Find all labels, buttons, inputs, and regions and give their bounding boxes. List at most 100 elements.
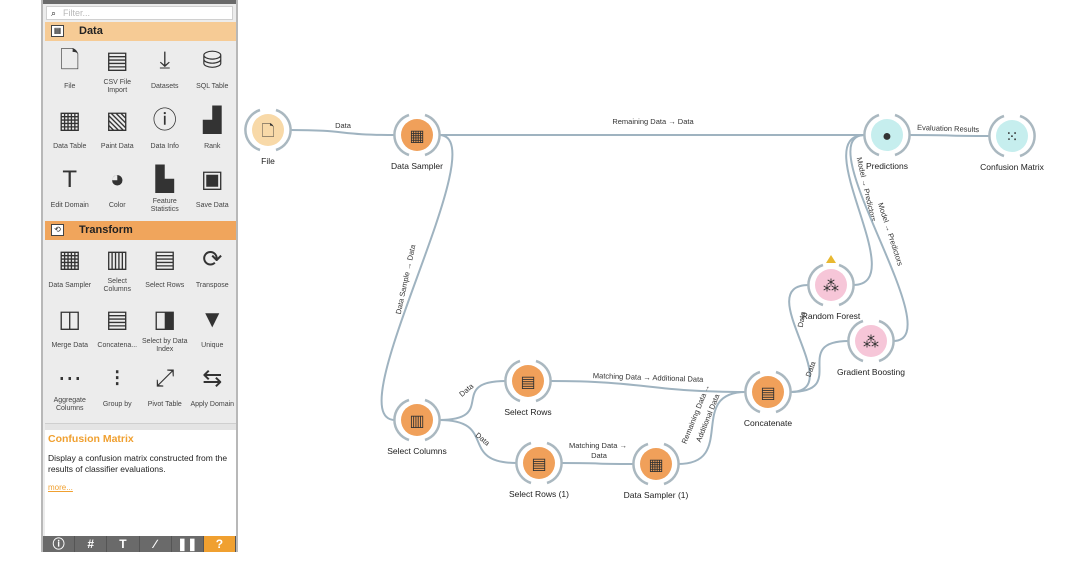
output-anchor[interactable] [535, 359, 552, 403]
widget-data-sampler[interactable]: ▦Data Sampler [46, 241, 94, 301]
output-anchor[interactable] [775, 370, 792, 414]
link-rf-predictions[interactable] [845, 134, 873, 286]
paint-icon: ▧ [105, 106, 129, 134]
link-file-sampler[interactable] [289, 129, 396, 136]
input-anchor[interactable] [393, 398, 410, 442]
node-rf[interactable]: ⁂Random Forest [802, 255, 861, 321]
widget-save-data[interactable]: ▣Save Data [189, 161, 237, 221]
text-button[interactable]: T [107, 536, 140, 552]
node-selcols[interactable]: ▥Select Columns [387, 398, 447, 456]
input-anchor[interactable] [393, 113, 410, 157]
output-anchor[interactable] [663, 442, 680, 486]
more-link[interactable]: more... [48, 483, 73, 492]
input-anchor[interactable] [847, 319, 864, 363]
node-circle [252, 114, 284, 146]
widget-label: Color [108, 202, 126, 209]
table-icon: ▦ [51, 25, 64, 37]
widget-rank[interactable]: ▟Rank [189, 102, 237, 162]
widget-label: Paint Data [100, 142, 134, 150]
link-selcols-selrows1[interactable] [438, 419, 518, 464]
link-predictions-confusion[interactable] [908, 134, 991, 137]
link-label: Remaining Data → Data [612, 117, 694, 126]
widget-file[interactable]: 🗋File [46, 42, 94, 102]
output-anchor[interactable] [894, 113, 911, 157]
widget-label: Select Columns [103, 278, 132, 293]
widget-datasets[interactable]: ⤓Datasets [141, 42, 189, 102]
link-selrows-concat[interactable] [549, 380, 747, 393]
category-data[interactable]: ▦ Data [45, 22, 236, 41]
widget-data-table[interactable]: ▦Data Table [46, 102, 94, 162]
widget-unique[interactable]: ▼Unique [189, 301, 237, 361]
widget-select-by-data-index[interactable]: ◨Select by Data Index [141, 301, 189, 361]
widget-concatena-[interactable]: ▤Concatena... [94, 301, 142, 361]
node-file[interactable]: 🗋File [244, 108, 292, 166]
widget-sql-table[interactable]: ⛁SQL Table [189, 42, 237, 102]
output-anchor[interactable] [546, 441, 563, 485]
widget-group-by[interactable]: ⁝Group by [94, 360, 142, 420]
input-anchor[interactable] [744, 370, 761, 414]
widget-pivot-table[interactable]: ⤢Pivot Table [141, 360, 189, 420]
widget-label: CSV File Import [103, 79, 132, 94]
input-anchor[interactable] [863, 113, 880, 157]
widget-description: Confusion Matrix Display a confusion mat… [45, 430, 236, 536]
warning-icon [826, 255, 836, 263]
widget-apply-domain[interactable]: ⇆Apply Domain [189, 360, 237, 420]
category-transform[interactable]: ⟲ Transform [45, 221, 236, 240]
output-anchor[interactable] [838, 263, 855, 307]
link-label: Data [796, 310, 808, 328]
transpose-icon: ⟳ [202, 246, 223, 273]
node-confusion[interactable]: ⁙Confusion Matrix [980, 114, 1045, 172]
input-anchor[interactable] [504, 359, 521, 403]
help-button[interactable]: ? [203, 536, 237, 552]
node-sampler[interactable]: ▦Data Sampler [391, 113, 443, 171]
grid-icon: # [87, 537, 95, 551]
output-anchor[interactable] [424, 113, 441, 157]
node-selrows[interactable]: ▤Select Rows [504, 359, 552, 417]
node-gb[interactable]: ⁂Gradient Boosting [837, 319, 905, 377]
node-predictions[interactable]: ●Predictions [863, 113, 911, 171]
link-sampler1-concat[interactable] [677, 391, 747, 465]
widget-feature-statistics[interactable]: ▙Feature Statistics [141, 161, 189, 221]
grid-button[interactable]: # [75, 536, 108, 552]
widget-color[interactable]: ◕Color [94, 161, 142, 221]
link-sampler-selcols[interactable] [380, 134, 454, 421]
link-concat-rf[interactable] [788, 284, 811, 393]
info-button[interactable]: ⓘ [43, 536, 76, 552]
link-gb-predictions[interactable] [849, 134, 909, 342]
pause-button[interactable]: ❚❚ [172, 536, 204, 552]
arrow-button[interactable]: ∕ [140, 536, 172, 552]
widget-select-rows[interactable]: ▤Select Rows [141, 241, 189, 301]
aggregate-icon: ⋯ [57, 365, 82, 392]
input-anchor[interactable] [632, 442, 649, 486]
input-anchor[interactable] [807, 263, 824, 307]
output-anchor[interactable] [878, 319, 895, 363]
link-label: Data [335, 121, 352, 130]
link-label: Matching Data → [569, 441, 627, 450]
widget-csv-file-import[interactable]: ▤CSV File Import [94, 42, 142, 102]
output-anchor[interactable] [1019, 114, 1036, 158]
widget-paint-data[interactable]: ▧ Paint Data [94, 102, 142, 162]
output-anchor[interactable] [424, 398, 441, 442]
input-anchor[interactable] [244, 108, 261, 152]
node-sampler1[interactable]: ▦Data Sampler (1) [624, 442, 689, 500]
link-selcols-selrows[interactable] [438, 380, 507, 421]
pivot-icon: ⤢ [155, 365, 175, 392]
widget-transpose[interactable]: ⟳Transpose [189, 241, 237, 301]
widget-aggregate-columns[interactable]: ⋯Aggregate Columns [46, 360, 94, 420]
node-selrows1[interactable]: ▤Select Rows (1) [509, 441, 569, 499]
node-concat[interactable]: ▤Concatenate [744, 370, 792, 428]
widget-merge-data[interactable]: ◫Merge Data [46, 301, 94, 361]
input-anchor[interactable] [515, 441, 532, 485]
link-concat-gb[interactable] [789, 340, 850, 393]
widget-select-columns[interactable]: ▥Select Columns [94, 241, 142, 301]
input-anchor[interactable] [988, 114, 1005, 158]
group-by-icon: ⁝ [113, 365, 122, 392]
table-icon: ▦ [58, 106, 82, 134]
filter-input[interactable]: ⌕ Filter... [46, 6, 233, 20]
link-selrows1-sampler1[interactable] [560, 462, 635, 465]
select-columns-icon: ▥ [409, 413, 424, 430]
output-anchor[interactable] [275, 108, 292, 152]
